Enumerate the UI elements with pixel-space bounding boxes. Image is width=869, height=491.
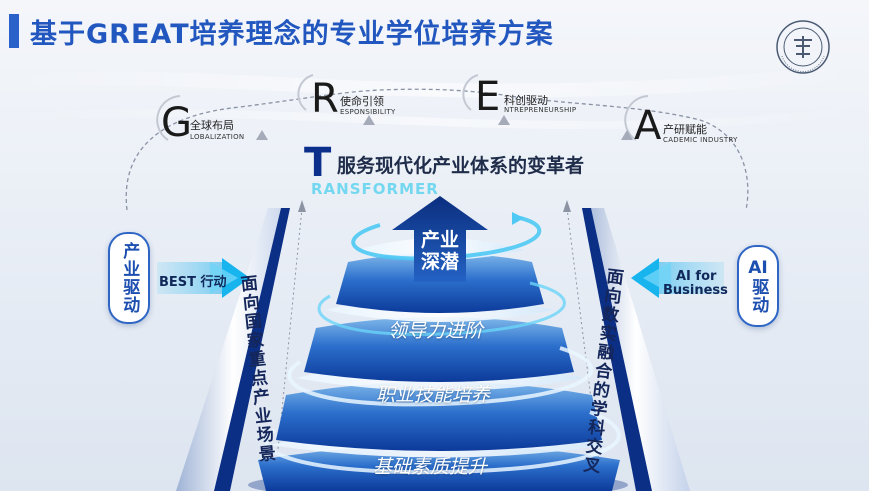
transform-en: RANSFORMER [311,180,439,198]
left-dotted-guide [275,207,303,471]
marker-triangle [621,130,633,140]
tier-4-body [258,445,620,491]
great-r-en: ESPONSIBILITY [340,108,396,116]
central-up-arrow [392,196,488,282]
page-title: 基于GREAT培养理念的专业学位培养方案 [30,19,554,50]
right-driver-label-1: AI for [676,269,717,284]
background-wave [0,106,869,130]
tier-label-3: 职业技能培养 [376,384,491,406]
great-a-en: CADEMIC INDUSTRY [663,136,738,144]
letter-ring [624,95,649,141]
title-accent-bar [9,14,19,48]
spiral-ribbon [287,346,594,407]
right-side-arrow [631,258,724,298]
right-driver-ai: AI [748,257,768,278]
great-a-cn: 产研赋能 [663,123,707,136]
marker-triangle [256,130,268,140]
left-side-arrow [157,258,250,298]
spiral-arrowhead [512,212,524,225]
great-letter-g: G [161,100,192,146]
transform-title: 服务现代化产业体系的变革者 [337,155,585,177]
pyramid [248,212,628,491]
great-r-cn: 使命引领 [340,95,384,108]
transform-letter-t: T [304,140,332,186]
marker-triangle [363,115,375,125]
great-g-cn: 全球布局 [190,119,234,132]
left-pillar-edge [214,208,290,491]
great-dashed-arc [125,88,749,211]
letter-ring [156,95,181,141]
right-pillar [582,208,690,491]
arrow-label-line-1: 产业 [420,229,459,251]
letter-ring [297,74,314,111]
right-pillar-edge [582,208,652,491]
great-e-en: NTREPRENEURSHIP [504,106,577,114]
great-letter-r: R [311,76,339,122]
great-g-en: LOBALIZATION [190,133,245,141]
left-driver-label: BEST 行动 [159,275,227,290]
left-driver-text: 产业驱动 [119,242,140,314]
tier-label-4: 基础素质提升 [373,456,488,478]
right-driver-pill: AI 驱动 [737,245,779,327]
arrow-label: 产业 深潜 [410,229,470,274]
spiral-ribbon [317,281,566,336]
great-letter-e: E [475,74,501,120]
great-letter-a: A [634,103,662,149]
tier-1-body [336,253,544,313]
spiral-ribbon [264,410,621,475]
arrow-label-line-2: 深潜 [420,250,459,273]
great-e-cn: 科创驱动 [504,94,548,107]
left-guide-tip [298,200,306,212]
left-pillar [176,208,290,491]
letter-ring [462,74,479,111]
right-guide-tip [563,200,571,212]
left-driver-pill: 产业驱动 [108,232,150,324]
tier-label-2: 领导力进阶 [388,320,484,342]
right-driver-text: 驱动 [748,278,769,315]
right-driver-label-2: Business [663,283,728,298]
marker-triangle [498,115,510,125]
background-wave [0,63,869,98]
university-seal-logo [776,20,830,74]
